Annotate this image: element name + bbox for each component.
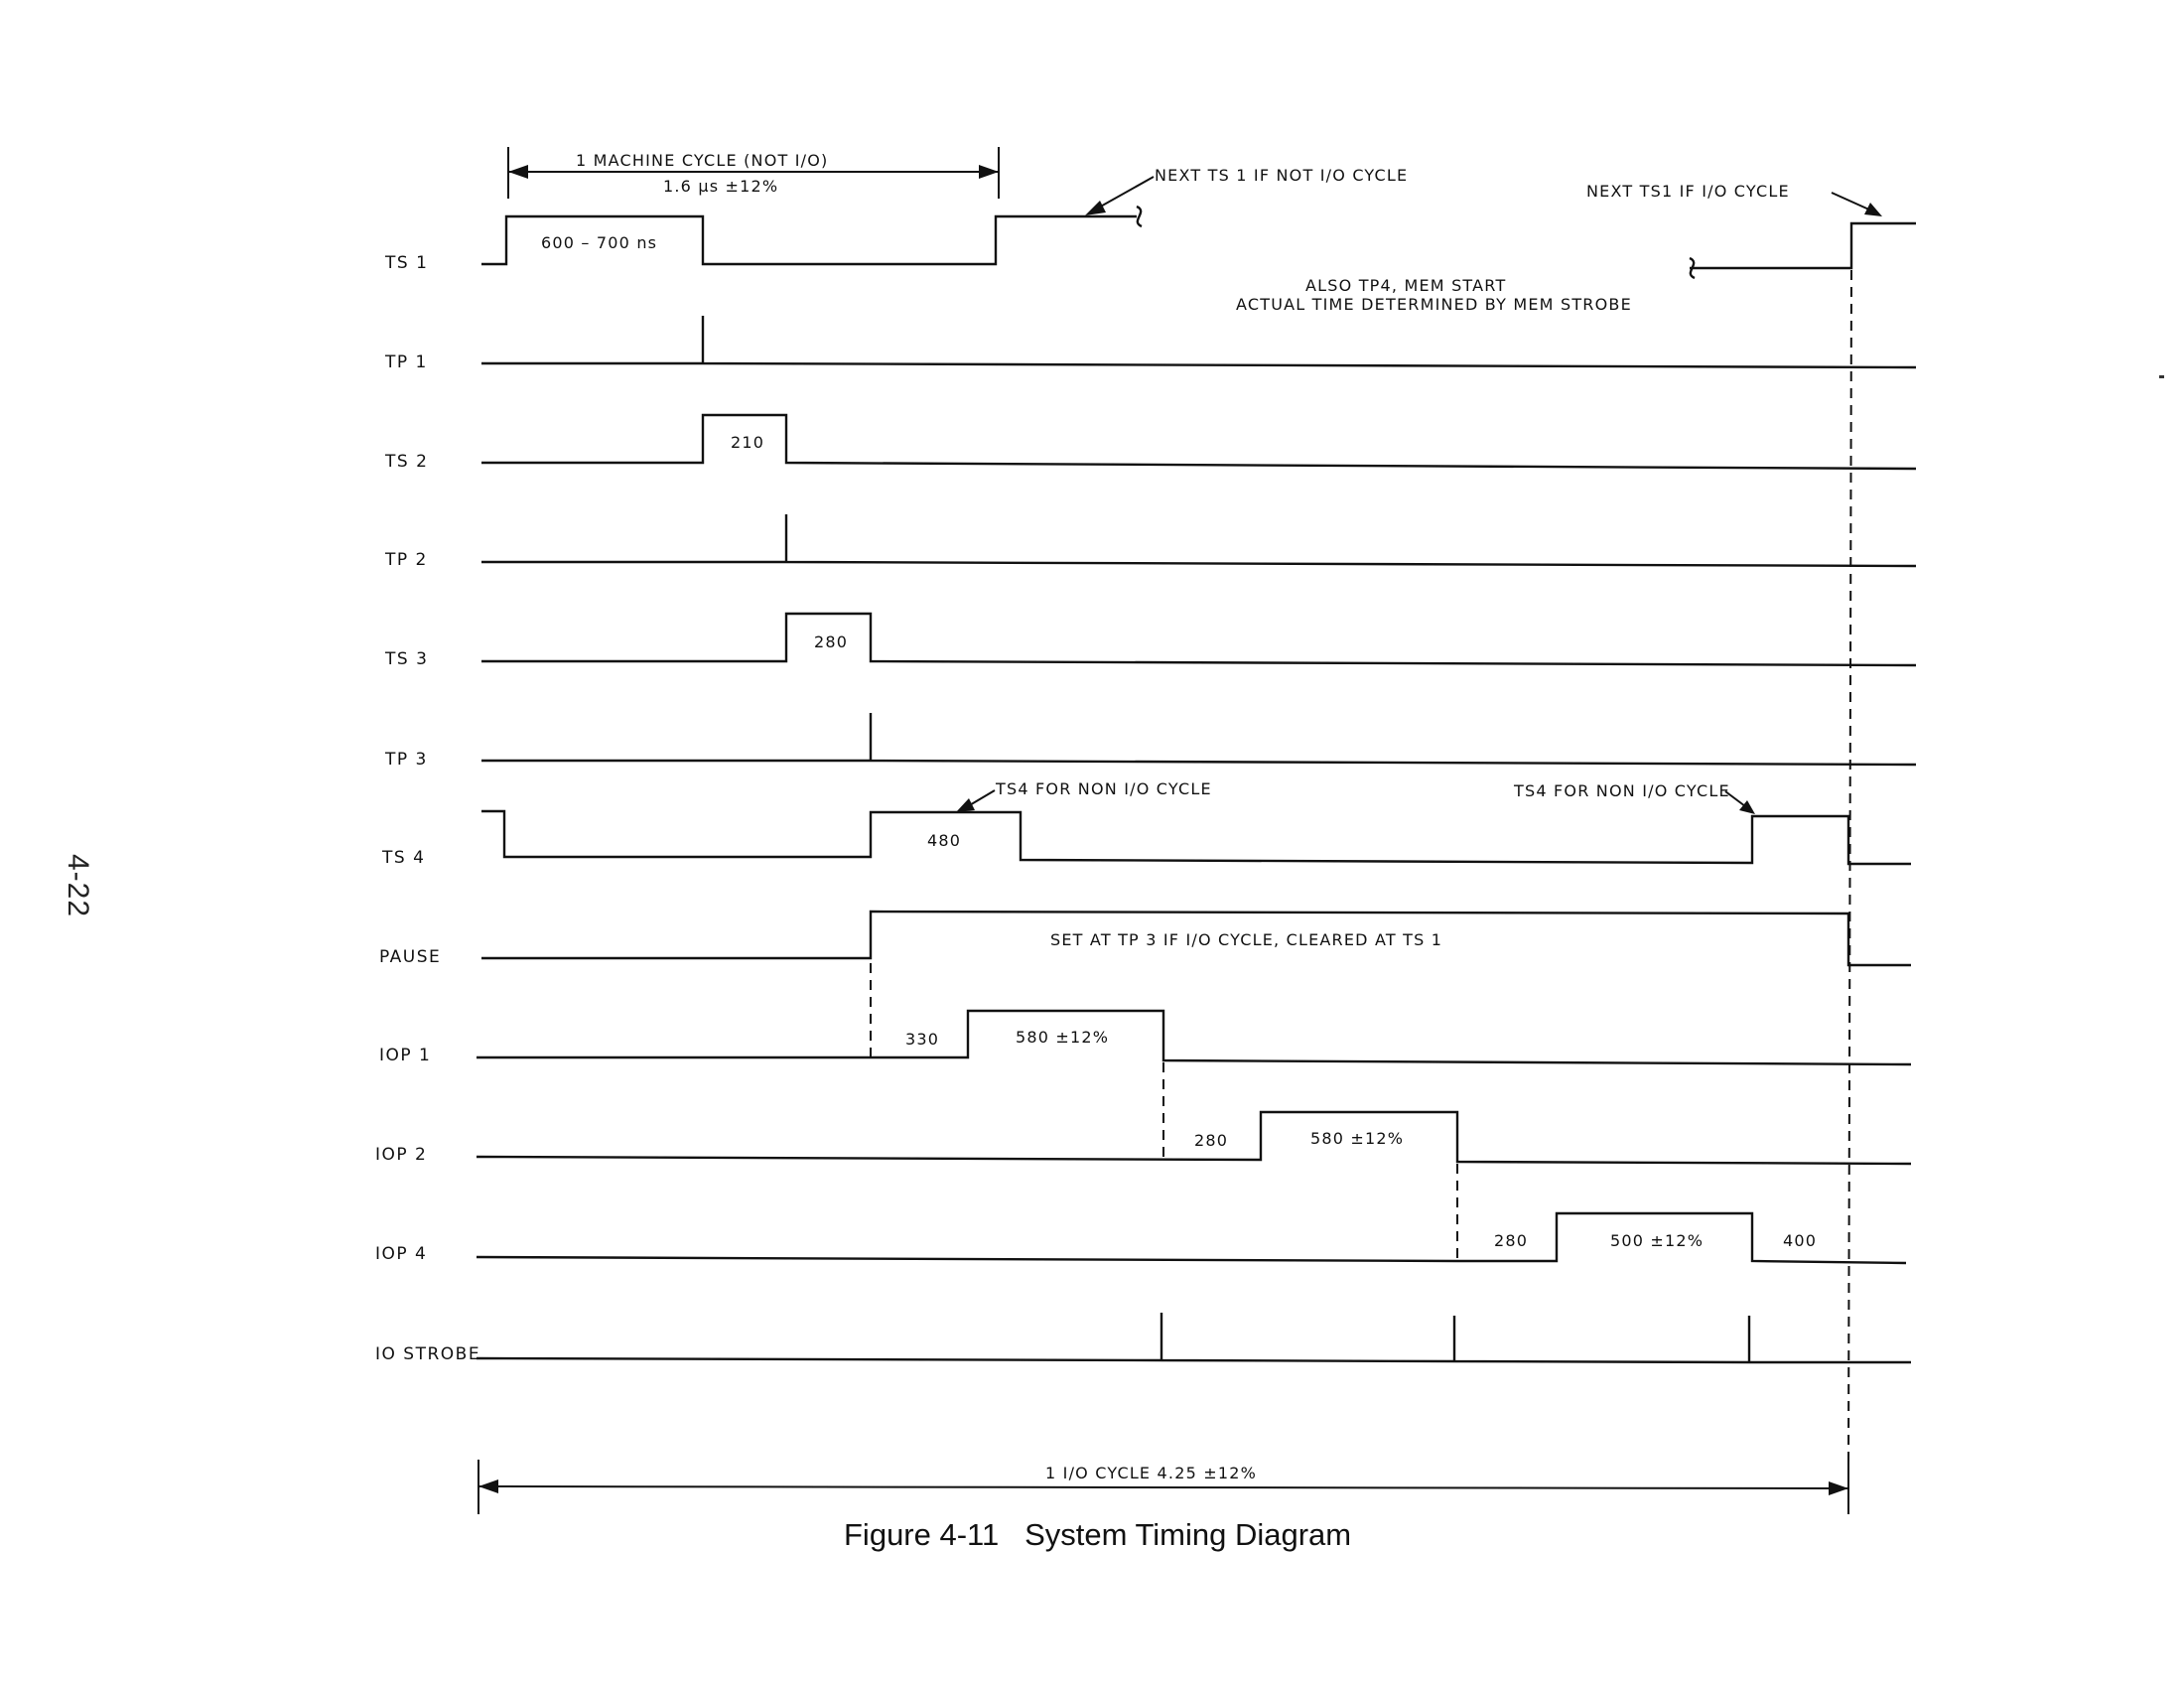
iop1-delay-label: 330	[905, 1030, 939, 1049]
scan-speck	[2159, 375, 2164, 378]
signal-label-iop1: IOP 1	[379, 1046, 431, 1065]
iop4-after-label: 400	[1783, 1231, 1817, 1250]
next-ts1-io-leader	[1831, 192, 1872, 211]
waveform-ts3	[481, 612, 1917, 667]
iop1-width-label: 580 ±12%	[1016, 1028, 1109, 1047]
machine-cycle-label: 1 MACHINE CYCLE (NOT I/O)	[576, 151, 829, 170]
waveform-tp3	[481, 713, 1917, 767]
waveform-io-strobe	[476, 1313, 1911, 1364]
signal-label-iop4: IOP 4	[375, 1244, 427, 1264]
waveform-iop4	[476, 1211, 1907, 1265]
signal-label-iop2: IOP 2	[375, 1145, 427, 1165]
iop4-width-label: 500 ±12%	[1610, 1231, 1704, 1250]
machine-cycle-time-label: 1.6 μs ±12%	[663, 177, 778, 196]
ts4-note-2-label: TS4 FOR NON I/O CYCLE	[1513, 781, 1730, 800]
waveform-ts1-break-a	[1136, 205, 1143, 228]
signal-label-tp2: TP 2	[384, 550, 428, 570]
figure-caption: Figure 4-11 System Timing Diagram	[844, 1517, 1352, 1552]
io-cycle-arrowhead-left	[478, 1479, 498, 1493]
signal-label-tp1: TP 1	[384, 352, 428, 372]
ts4-note-2-leader	[1724, 790, 1746, 807]
waveform-iop1	[477, 1009, 1912, 1066]
waveform-tp1	[481, 316, 1917, 369]
waveform-tp2	[481, 514, 1917, 568]
iop2-delay-label: 280	[1194, 1131, 1228, 1150]
next-ts1-io-label: NEXT TS1 IF I/O CYCLE	[1586, 182, 1790, 201]
signal-label-io-strobe: IO STROBE	[375, 1344, 480, 1364]
next-ts1-io-arrowhead	[1864, 203, 1882, 216]
waveform-ts1	[481, 214, 1916, 270]
ts3-width-label: 280	[814, 633, 848, 651]
waveform-ts4	[481, 809, 1911, 866]
actual-time-label: ACTUAL TIME DETERMINED BY MEM STROBE	[1236, 295, 1632, 314]
waveform-ts1-break-b	[1689, 256, 1696, 280]
ts4-note-2-arrowhead	[1739, 800, 1755, 814]
ts4-note-1-label: TS4 FOR NON I/O CYCLE	[995, 779, 1212, 798]
io-cycle-arrowhead-right	[1829, 1481, 1848, 1495]
machine-cycle-arrowhead-left	[508, 165, 528, 179]
signal-label-ts3: TS 3	[384, 649, 428, 669]
also-tp4-label: ALSO TP4, MEM START	[1305, 276, 1506, 295]
dashed-marker-next-ts1	[1847, 269, 1852, 1471]
signal-label-tp3: TP 3	[384, 750, 428, 770]
machine-cycle-arrowhead-right	[979, 165, 999, 179]
next-ts1-not-io-leader	[1096, 176, 1155, 210]
signal-label-ts2: TS 2	[384, 452, 428, 472]
ts4-width-label: 480	[927, 831, 961, 850]
signal-label-pause: PAUSE	[379, 947, 441, 967]
ts2-width-label: 210	[731, 433, 764, 452]
signal-label-ts4: TS 4	[381, 848, 425, 868]
ts1-width-label: 600 – 700 ns	[541, 233, 657, 252]
pause-note-label: SET AT TP 3 IF I/O CYCLE, CLEARED AT TS …	[1050, 930, 1442, 949]
ts4-note-1-arrowhead	[956, 798, 975, 812]
io-cycle-dimension-line	[478, 1485, 1849, 1489]
iop4-delay-label: 280	[1494, 1231, 1528, 1250]
next-ts1-not-io-arrowhead	[1085, 201, 1106, 215]
ts4-note-1-leader	[967, 789, 996, 807]
next-ts1-not-io-label: NEXT TS 1 IF NOT I/O CYCLE	[1155, 166, 1408, 185]
signal-label-ts1: TS 1	[384, 253, 428, 273]
io-cycle-label: 1 I/O CYCLE 4.25 ±12%	[1045, 1464, 1257, 1482]
waveform-iop2	[476, 1110, 1912, 1166]
waveform-ts2	[481, 413, 1917, 471]
waveform-pause	[481, 910, 1911, 967]
iop2-width-label: 580 ±12%	[1310, 1129, 1404, 1148]
